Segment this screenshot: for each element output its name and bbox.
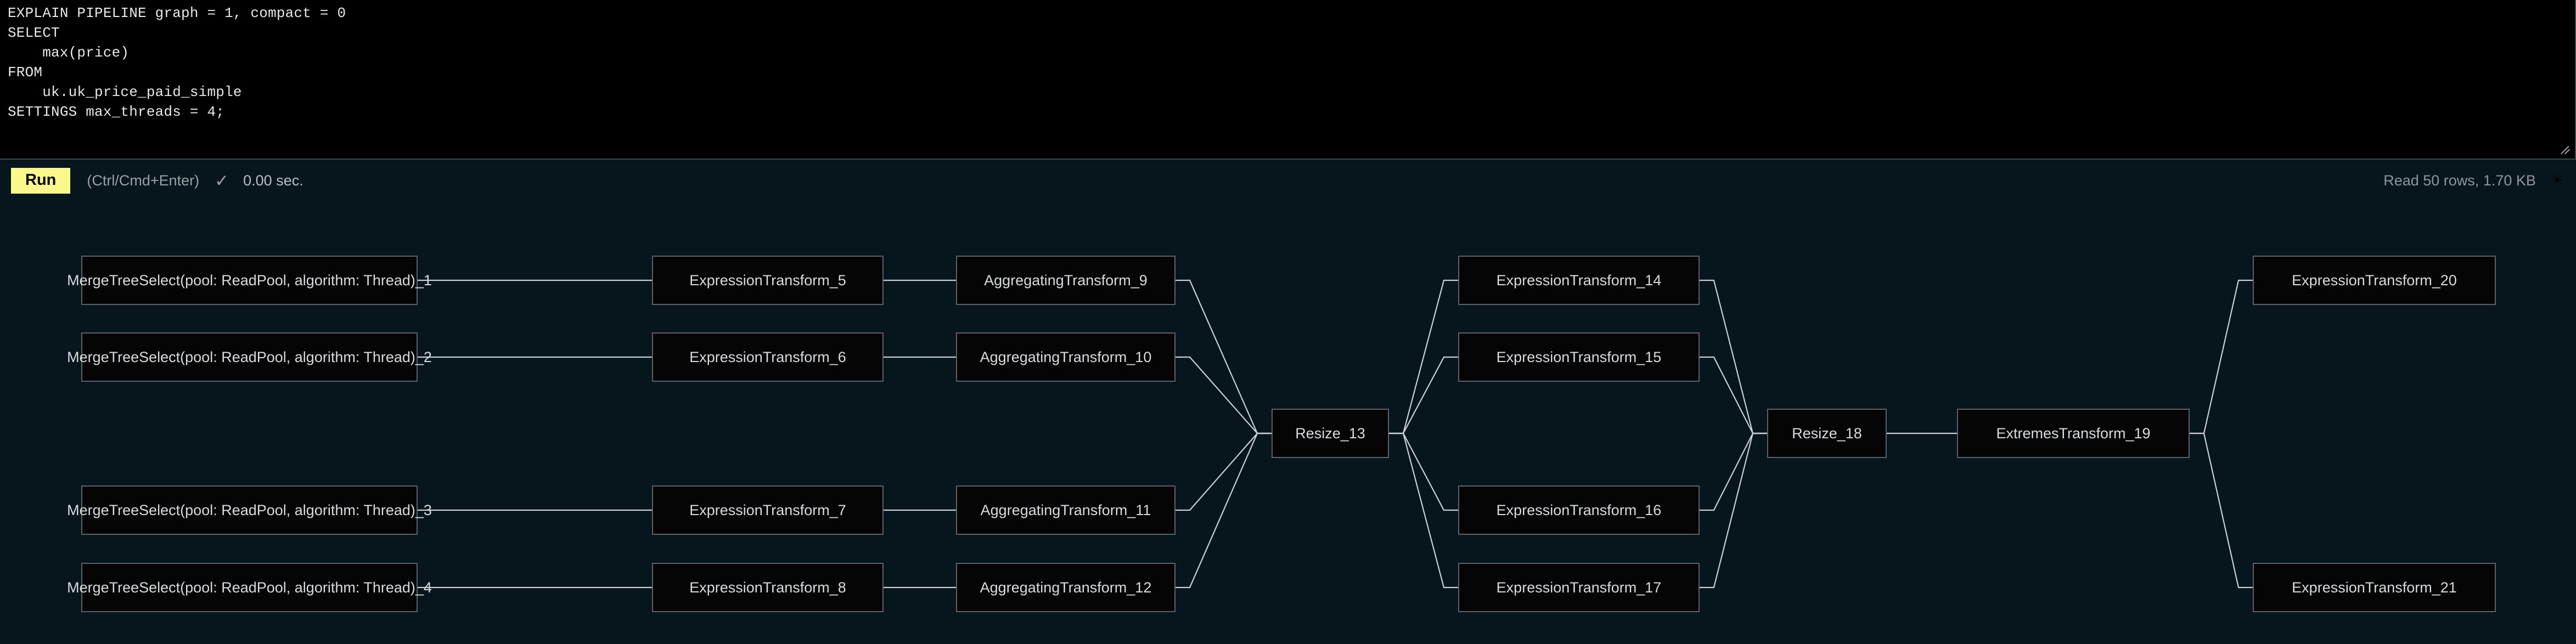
graph-edge-n12-n13: [1175, 432, 1272, 589]
graph-edge-n16-n18: [1700, 432, 1767, 511]
graph-node-n14[interactable]: ExpressionTransform_14: [1458, 256, 1700, 305]
graph-node-n11[interactable]: AggregatingTransform_11: [956, 485, 1175, 535]
query-toolbar: Run (Ctrl/Cmd+Enter) ✓ 0.00 sec. Read 50…: [0, 163, 2576, 197]
graph-node-label: Resize_13: [1295, 425, 1365, 442]
graph-node-n6[interactable]: ExpressionTransform_6: [652, 332, 884, 382]
sql-editor[interactable]: EXPLAIN PIPELINE graph = 1, compact = 0 …: [0, 0, 2576, 160]
graph-node-label: ExpressionTransform_17: [1496, 579, 1662, 596]
graph-node-n5[interactable]: ExpressionTransform_5: [652, 256, 884, 305]
graph-node-label: MergeTreeSelect(pool: ReadPool, algorith…: [67, 272, 432, 289]
graph-node-label: ExpressionTransform_20: [2292, 272, 2457, 289]
graph-node-label: ExpressionTransform_16: [1496, 501, 1662, 518]
graph-node-n17[interactable]: ExpressionTransform_17: [1458, 563, 1700, 612]
graph-edge-n17-n18: [1700, 432, 1767, 589]
graph-edge-n13-n16: [1389, 432, 1458, 511]
graph-node-label: ExpressionTransform_5: [689, 272, 846, 289]
sun-icon[interactable]: ☀: [2550, 172, 2564, 189]
graph-node-n13[interactable]: Resize_13: [1272, 409, 1389, 458]
graph-node-label: AggregatingTransform_9: [984, 272, 1148, 289]
graph-node-n10[interactable]: AggregatingTransform_10: [956, 332, 1175, 382]
graph-node-n16[interactable]: ExpressionTransform_16: [1458, 485, 1700, 535]
graph-node-label: ExtremesTransform_19: [1996, 425, 2151, 442]
graph-node-label: ExpressionTransform_15: [1496, 348, 1662, 365]
read-stats: Read 50 rows, 1.70 KB: [2383, 172, 2536, 189]
graph-node-label: ExpressionTransform_21: [2292, 579, 2457, 596]
graph-node-n12[interactable]: AggregatingTransform_12: [956, 563, 1175, 612]
run-button[interactable]: Run: [11, 167, 71, 194]
graph-node-label: Resize_18: [1792, 425, 1862, 442]
graph-node-n21[interactable]: ExpressionTransform_21: [2253, 563, 2496, 612]
graph-node-n4[interactable]: MergeTreeSelect(pool: ReadPool, algorith…: [67, 563, 432, 612]
graph-node-label: ExpressionTransform_8: [689, 579, 846, 596]
pipeline-graph: MergeTreeSelect(pool: ReadPool, algorith…: [0, 197, 2576, 644]
check-icon: ✓: [215, 171, 229, 190]
graph-node-label: AggregatingTransform_12: [980, 579, 1152, 596]
graph-node-label: MergeTreeSelect(pool: ReadPool, algorith…: [67, 501, 432, 518]
graph-edge-n10-n13: [1175, 356, 1272, 434]
elapsed-time: 0.00 sec.: [243, 172, 303, 189]
graph-node-n15[interactable]: ExpressionTransform_15: [1458, 332, 1700, 382]
graph-node-n18[interactable]: Resize_18: [1767, 409, 1887, 458]
graph-node-n8[interactable]: ExpressionTransform_8: [652, 563, 884, 612]
graph-node-label: ExpressionTransform_7: [689, 501, 846, 518]
sql-query-text[interactable]: EXPLAIN PIPELINE graph = 1, compact = 0 …: [8, 5, 346, 120]
graph-edge-n19-n21: [2190, 432, 2253, 589]
graph-node-label: ExpressionTransform_6: [689, 348, 846, 365]
graph-node-n19[interactable]: ExtremesTransform_19: [1957, 409, 2190, 458]
graph-node-label: MergeTreeSelect(pool: ReadPool, algorith…: [67, 348, 432, 365]
graph-node-n2[interactable]: MergeTreeSelect(pool: ReadPool, algorith…: [67, 332, 432, 382]
graph-node-n9[interactable]: AggregatingTransform_9: [956, 256, 1175, 305]
graph-node-label: ExpressionTransform_14: [1496, 272, 1662, 289]
graph-edge-n15-n18: [1700, 356, 1767, 434]
graph-node-n1[interactable]: MergeTreeSelect(pool: ReadPool, algorith…: [67, 256, 432, 305]
pipeline-edges: [418, 279, 2253, 589]
graph-node-n20[interactable]: ExpressionTransform_20: [2253, 256, 2496, 305]
graph-edge-n11-n13: [1175, 432, 1272, 511]
graph-node-label: MergeTreeSelect(pool: ReadPool, algorith…: [67, 579, 432, 596]
graph-edge-n13-n15: [1389, 356, 1458, 434]
resize-grip-icon[interactable]: [2560, 144, 2572, 156]
graph-edge-n13-n17: [1389, 432, 1458, 589]
graph-edge-n19-n20: [2190, 279, 2253, 434]
graph-node-n3[interactable]: MergeTreeSelect(pool: ReadPool, algorith…: [67, 485, 432, 535]
graph-node-label: AggregatingTransform_10: [980, 348, 1152, 365]
shortcut-hint: (Ctrl/Cmd+Enter): [87, 172, 200, 189]
graph-node-label: AggregatingTransform_11: [980, 501, 1151, 518]
graph-node-n7[interactable]: ExpressionTransform_7: [652, 485, 884, 535]
